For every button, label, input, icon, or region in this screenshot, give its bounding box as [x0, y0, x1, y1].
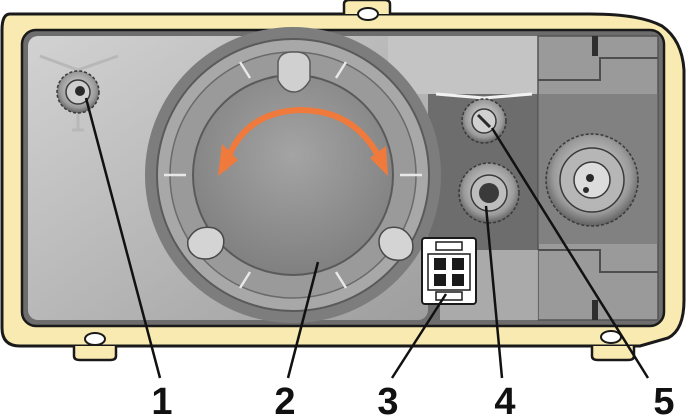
electrical-connector — [421, 237, 477, 305]
callout-label-3: 3 — [377, 381, 398, 416]
callout-label-1: 1 — [151, 381, 172, 416]
callout-label-2: 2 — [274, 381, 295, 416]
callout-label-5: 5 — [653, 381, 674, 416]
mounting-tab-top — [342, 0, 392, 21]
callout-label-4: 4 — [494, 381, 515, 416]
leader-lines — [84, 97, 650, 379]
callout-labels: 1 2 3 4 5 — [151, 381, 674, 416]
rotary-control-knob — [145, 27, 441, 323]
left-adjustment-screw — [39, 54, 119, 132]
dial-tick-marks — [164, 61, 422, 289]
pressure-test-port — [458, 162, 520, 224]
knob-lug-right — [378, 226, 414, 261]
leader-line-1 — [84, 97, 162, 379]
outlet-fitting — [545, 133, 639, 227]
rotation-arrow — [221, 106, 387, 171]
mounting-tab-bottom-right — [590, 330, 636, 362]
knob-lug-left — [186, 226, 225, 260]
leader-line-3 — [390, 293, 448, 379]
rotation-arrow-head-left — [218, 144, 238, 176]
leader-line-4 — [484, 205, 504, 379]
rotation-arrow-head-right — [370, 146, 388, 176]
leader-line-2 — [286, 261, 320, 379]
mounting-tab-bottom-left — [72, 332, 118, 362]
leader-line-5 — [490, 127, 650, 379]
